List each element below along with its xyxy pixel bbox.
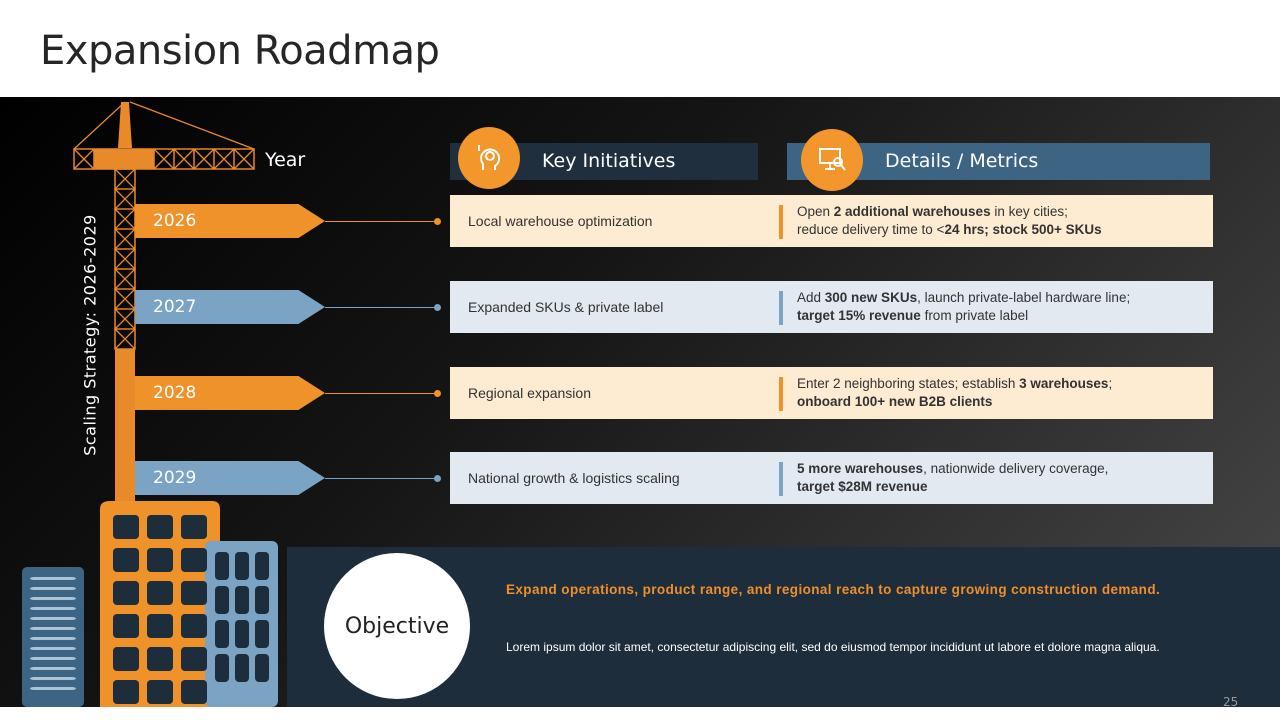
crane-and-buildings-illustration: [22, 101, 278, 707]
connector-line: [325, 393, 437, 394]
details-text: 5 more warehouses, nationwide delivery c…: [797, 461, 1109, 494]
accent-bar: [779, 377, 783, 411]
initiative-text: Regional expansion: [468, 384, 591, 401]
details-text: Enter 2 neighboring states; establish 3 …: [797, 376, 1113, 409]
initiative-text: Expanded SKUs & private label: [468, 298, 664, 315]
connector-dot: [434, 475, 441, 482]
objective-circle: Objective: [324, 553, 470, 699]
year-arrow-2028: 2028: [135, 376, 325, 410]
year-arrow-2027: 2027: [135, 290, 325, 324]
initiative-text: Local warehouse optimization: [468, 212, 653, 229]
accent-bar: [779, 291, 783, 325]
connector-line: [325, 478, 437, 479]
accent-bar: [779, 205, 783, 239]
analytics-monitor-icon: [801, 129, 863, 191]
key-initiatives-label: Key Initiatives: [542, 150, 676, 172]
initiative-text: National growth & logistics scaling: [468, 469, 680, 486]
year-text: 2026: [153, 211, 197, 231]
objective-headline: Expand operations, product range, and re…: [506, 582, 1161, 597]
year-text: 2028: [153, 383, 197, 403]
year-text: 2029: [153, 468, 197, 488]
details-metrics-label: Details / Metrics: [885, 150, 1039, 172]
roadmap-row: Expanded SKUs & private label Add 300 ne…: [450, 281, 1213, 333]
slide-title: Expansion Roadmap: [40, 28, 440, 74]
page-number: 25: [1223, 695, 1239, 709]
accent-bar: [779, 462, 783, 496]
side-label: Scaling Strategy: 2026-2029: [80, 214, 100, 456]
connector-line: [325, 307, 437, 308]
details-text: Add 300 new SKUs, launch private-label h…: [797, 290, 1131, 323]
connector-dot: [434, 218, 441, 225]
year-label: Year: [265, 149, 306, 171]
details-text: Open 2 additional warehouses in key citi…: [797, 204, 1102, 237]
objective-label: Objective: [344, 613, 450, 639]
year-arrow-2029: 2029: [135, 461, 325, 495]
connector-dot: [434, 390, 441, 397]
roadmap-row: Regional expansion Enter 2 neighboring s…: [450, 367, 1213, 419]
connector-line: [325, 221, 437, 222]
year-text: 2027: [153, 297, 197, 317]
roadmap-row: Local warehouse optimization Open 2 addi…: [450, 195, 1213, 247]
idea-head-icon: [458, 127, 520, 189]
connector-dot: [434, 304, 441, 311]
year-arrow-2026: 2026: [135, 204, 325, 238]
objective-body: Lorem ipsum dolor sit amet, consectetur …: [506, 640, 1160, 654]
roadmap-row: National growth & logistics scaling 5 mo…: [450, 452, 1213, 504]
